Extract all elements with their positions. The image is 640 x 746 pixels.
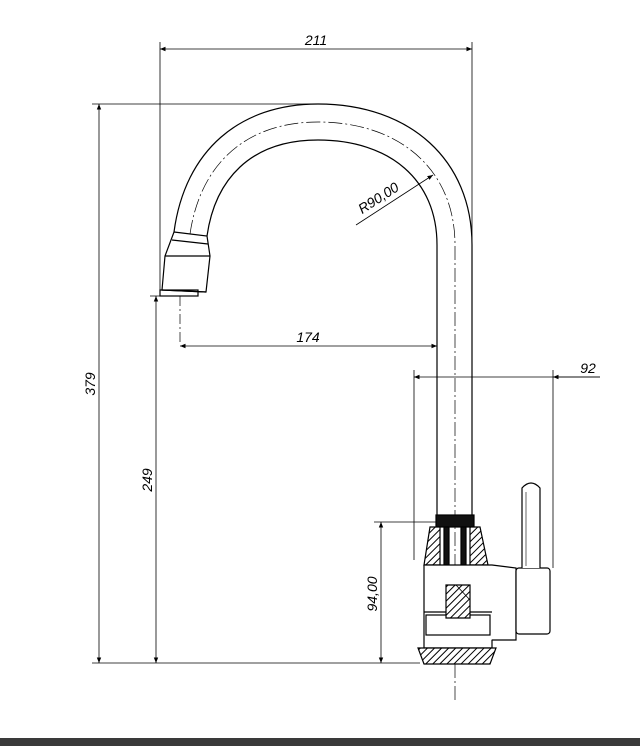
dimension-lines bbox=[92, 42, 600, 664]
dim-overall-height: 379 bbox=[82, 372, 98, 396]
dim-overall-reach: 211 bbox=[304, 32, 327, 48]
faucet-spout bbox=[159, 103, 473, 515]
dim-spout-reach: 174 bbox=[296, 329, 320, 345]
dim-outlet-height: 249 bbox=[139, 468, 155, 493]
spout-centerline bbox=[189, 121, 456, 700]
faucet-body bbox=[417, 514, 517, 665]
faucet-handle bbox=[515, 482, 551, 635]
dim-handle-offset: 92 bbox=[580, 360, 596, 376]
bottom-border bbox=[0, 738, 640, 746]
dim-spout-radius: R90,00 bbox=[355, 179, 402, 217]
dim-body-height: 94,00 bbox=[364, 576, 380, 611]
